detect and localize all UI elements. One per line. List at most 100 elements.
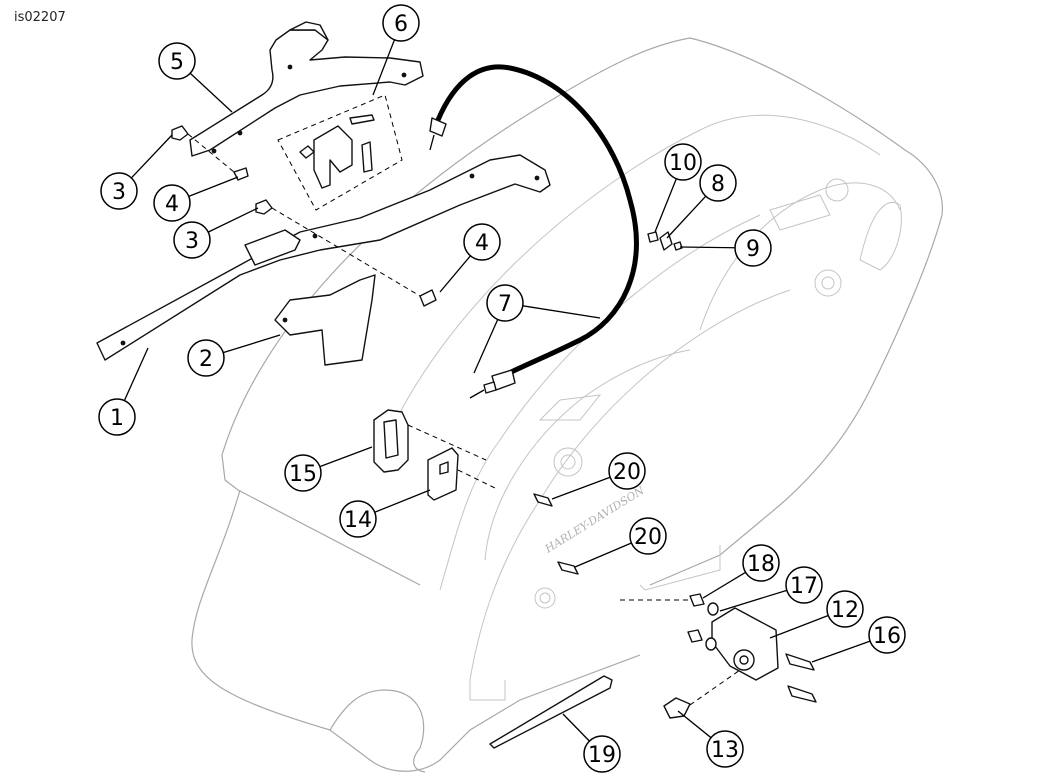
callout-circle (699, 164, 737, 202)
callout-number: 3 (185, 229, 199, 254)
callout-number: 17 (790, 574, 818, 599)
leader-line-7 (522, 305, 601, 319)
cable-part-7 (435, 64, 639, 378)
callout-3: 3 (100, 172, 138, 210)
callout-number: 7 (498, 292, 512, 317)
callout-number: 1 (110, 406, 124, 431)
callout-circle (158, 42, 196, 80)
nut-part-10 (647, 231, 659, 243)
callout-number: 19 (588, 743, 616, 768)
leader-line-1 (123, 347, 149, 401)
callout-19: 19 (583, 735, 621, 773)
callout-circle (100, 172, 138, 210)
leader-line-6 (372, 39, 396, 96)
callout-number: 14 (344, 508, 372, 533)
screw-part-20-upper (533, 493, 553, 507)
callout-number: 6 (394, 12, 408, 37)
cam-part-13 (663, 697, 691, 719)
leader-line-17 (719, 589, 787, 612)
callout-number: 3 (112, 180, 126, 205)
callout-10: 10 (664, 143, 702, 181)
callout-number: 20 (613, 460, 641, 485)
callout-circle (785, 566, 823, 604)
leader-line-12 (769, 614, 829, 639)
latch-housing (313, 125, 353, 189)
callout-4: 4 (153, 184, 191, 222)
callout-number: 5 (170, 50, 184, 75)
callout-15: 15 (284, 454, 322, 492)
callout-4: 4 (463, 223, 501, 261)
callout-6: 6 (382, 4, 420, 42)
leader-line-10 (654, 178, 677, 233)
callout-9: 9 (734, 229, 772, 267)
screw-part-20-lower (557, 561, 579, 575)
callout-circle (187, 339, 225, 377)
callout-circle (706, 730, 744, 768)
brand-embossing: HARLEY-DAVIDSON (542, 484, 647, 556)
leader-line-16 (811, 640, 871, 663)
callout-circle (98, 398, 136, 436)
callout-circle (284, 454, 322, 492)
screw-part-16-lower (787, 685, 817, 703)
callout-number: 9 (746, 237, 760, 262)
callout-5: 5 (158, 42, 196, 80)
leader-line-3 (130, 134, 173, 179)
leader-line-15 (319, 446, 373, 468)
screw-part-16-upper (785, 653, 815, 671)
leader-line-3 (207, 207, 259, 233)
callout-circle (382, 4, 420, 42)
callout-number: 15 (289, 462, 317, 487)
callout-17: 17 (785, 566, 823, 604)
leader-line-4 (188, 176, 239, 198)
callout-circle (486, 284, 524, 322)
callout-circle (742, 544, 780, 582)
nut-part-18-lower (687, 629, 703, 643)
callout-circle (868, 616, 906, 654)
callout-circle (734, 229, 772, 267)
callout-leaders (123, 39, 871, 742)
long-bracket-part-1 (96, 154, 551, 361)
leader-line-18 (702, 571, 746, 599)
callout-16: 16 (868, 616, 906, 654)
leader-line-2 (222, 334, 281, 354)
leader-line-9 (679, 246, 736, 249)
callout-circle (826, 590, 864, 628)
screw-part-4-lower (419, 289, 437, 307)
callout-circle (173, 221, 211, 259)
callout-circle (608, 452, 646, 490)
callout-circle (629, 517, 667, 555)
callout-13: 13 (706, 730, 744, 768)
cable-end-upper (429, 117, 447, 137)
nut-part-3-lower (255, 199, 273, 215)
callout-1: 1 (98, 398, 136, 436)
callout-number: 2 (199, 347, 213, 372)
callout-20: 20 (608, 452, 646, 490)
callout-circle (339, 500, 377, 538)
callout-number: 8 (711, 172, 725, 197)
nut-part-18-upper (689, 593, 705, 607)
callout-number: 18 (747, 552, 775, 577)
plate-part-14 (427, 447, 459, 501)
leader-line-8 (666, 195, 707, 239)
washer-part-17-lower (705, 637, 717, 651)
tie-strap-part-19 (489, 675, 613, 749)
callout-8: 8 (699, 164, 737, 202)
callout-circle (664, 143, 702, 181)
screw-part-9 (673, 241, 683, 251)
callout-number: 13 (711, 738, 739, 763)
upper-bracket-part-5 (189, 29, 424, 157)
callout-circle (463, 223, 501, 261)
leader-line-5 (189, 72, 233, 113)
callout-number: 4 (475, 231, 489, 256)
bracket-part-2 (274, 274, 376, 366)
callout-number: 12 (831, 598, 859, 623)
latch-assembly-part-6-boundary (277, 94, 403, 211)
callout-circle (153, 184, 191, 222)
callout-3: 3 (173, 221, 211, 259)
leader-line-13 (677, 710, 712, 739)
leader-line-7 (473, 319, 499, 374)
leader-line-20 (551, 476, 611, 500)
